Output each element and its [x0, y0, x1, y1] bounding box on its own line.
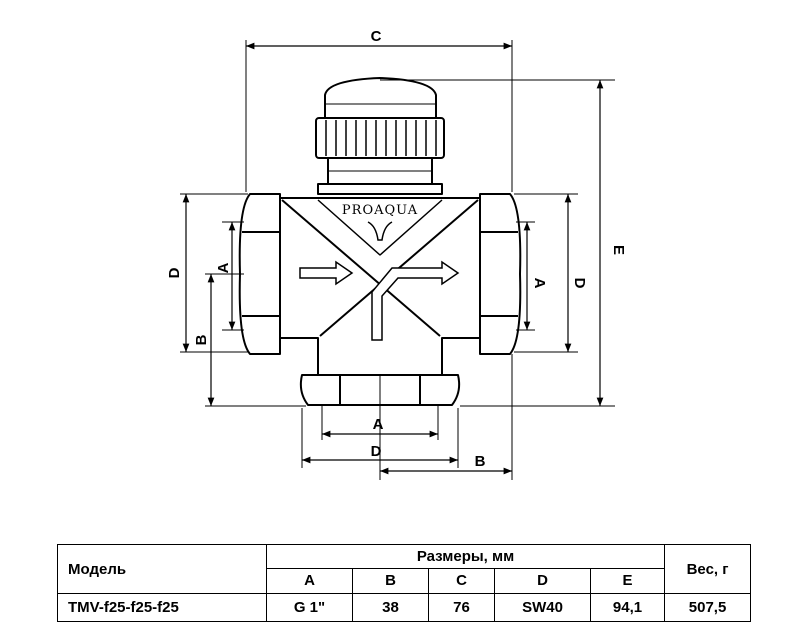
valve-body [238, 77, 522, 406]
dim-label-bottom-a: A [373, 416, 384, 433]
brand-text: PROAQUA [342, 203, 418, 218]
flow-arrows [299, 260, 460, 341]
col-header-e: E [589, 567, 666, 595]
inlet-arrow-icon [299, 260, 354, 286]
dim-label-bottom-d: D [371, 443, 382, 460]
cell-b: 38 [352, 593, 429, 622]
dim-label-bottom-b: B [475, 453, 486, 470]
cell-c: 76 [428, 593, 495, 622]
dim-label-right-a: A [531, 278, 548, 289]
dimension-letters: C E D A B A D A D B [166, 28, 627, 470]
col-header-b: B [352, 567, 429, 595]
brand-y-icon [367, 221, 393, 241]
dim-label-e: E [610, 245, 627, 255]
outlet-arrow-icon [371, 260, 460, 341]
col-header-d: D [494, 567, 591, 595]
cell-model: TMV-f25-f25-f25 [57, 593, 267, 622]
dim-label-left-b: B [193, 334, 210, 345]
cell-weight: 507,5 [664, 593, 752, 622]
right-hex-nut [479, 193, 522, 355]
thermo-head-cap [324, 77, 437, 119]
col-header-a: A [266, 567, 353, 595]
extension-lines [180, 40, 615, 480]
dimension-lines [182, 42, 604, 475]
col-header-c: C [428, 567, 495, 595]
left-hex-nut [238, 193, 281, 355]
table-row: TMV-f25-f25-f25 G 1" 38 76 SW40 94,1 507… [57, 593, 752, 622]
dim-label-left-d: D [166, 267, 183, 278]
dim-label-c: C [371, 28, 382, 45]
sizes-header: Размеры, мм [265, 544, 666, 569]
valve-drawing: PROAQUA C [166, 28, 627, 480]
dim-label-left-a: A [215, 262, 232, 273]
cell-e: 94,1 [589, 593, 666, 622]
knurled-ring [315, 117, 445, 159]
weight-header: Вес, г [664, 543, 752, 595]
dim-label-right-d: D [571, 278, 588, 289]
spec-table: Модель Размеры, мм Вес, г A B C D E TMV-… [57, 543, 752, 622]
cell-a: G 1" [266, 593, 353, 622]
brand-logo: PROAQUA [342, 203, 418, 241]
cell-d: SW40 [494, 593, 591, 622]
model-header: Модель [57, 543, 267, 595]
